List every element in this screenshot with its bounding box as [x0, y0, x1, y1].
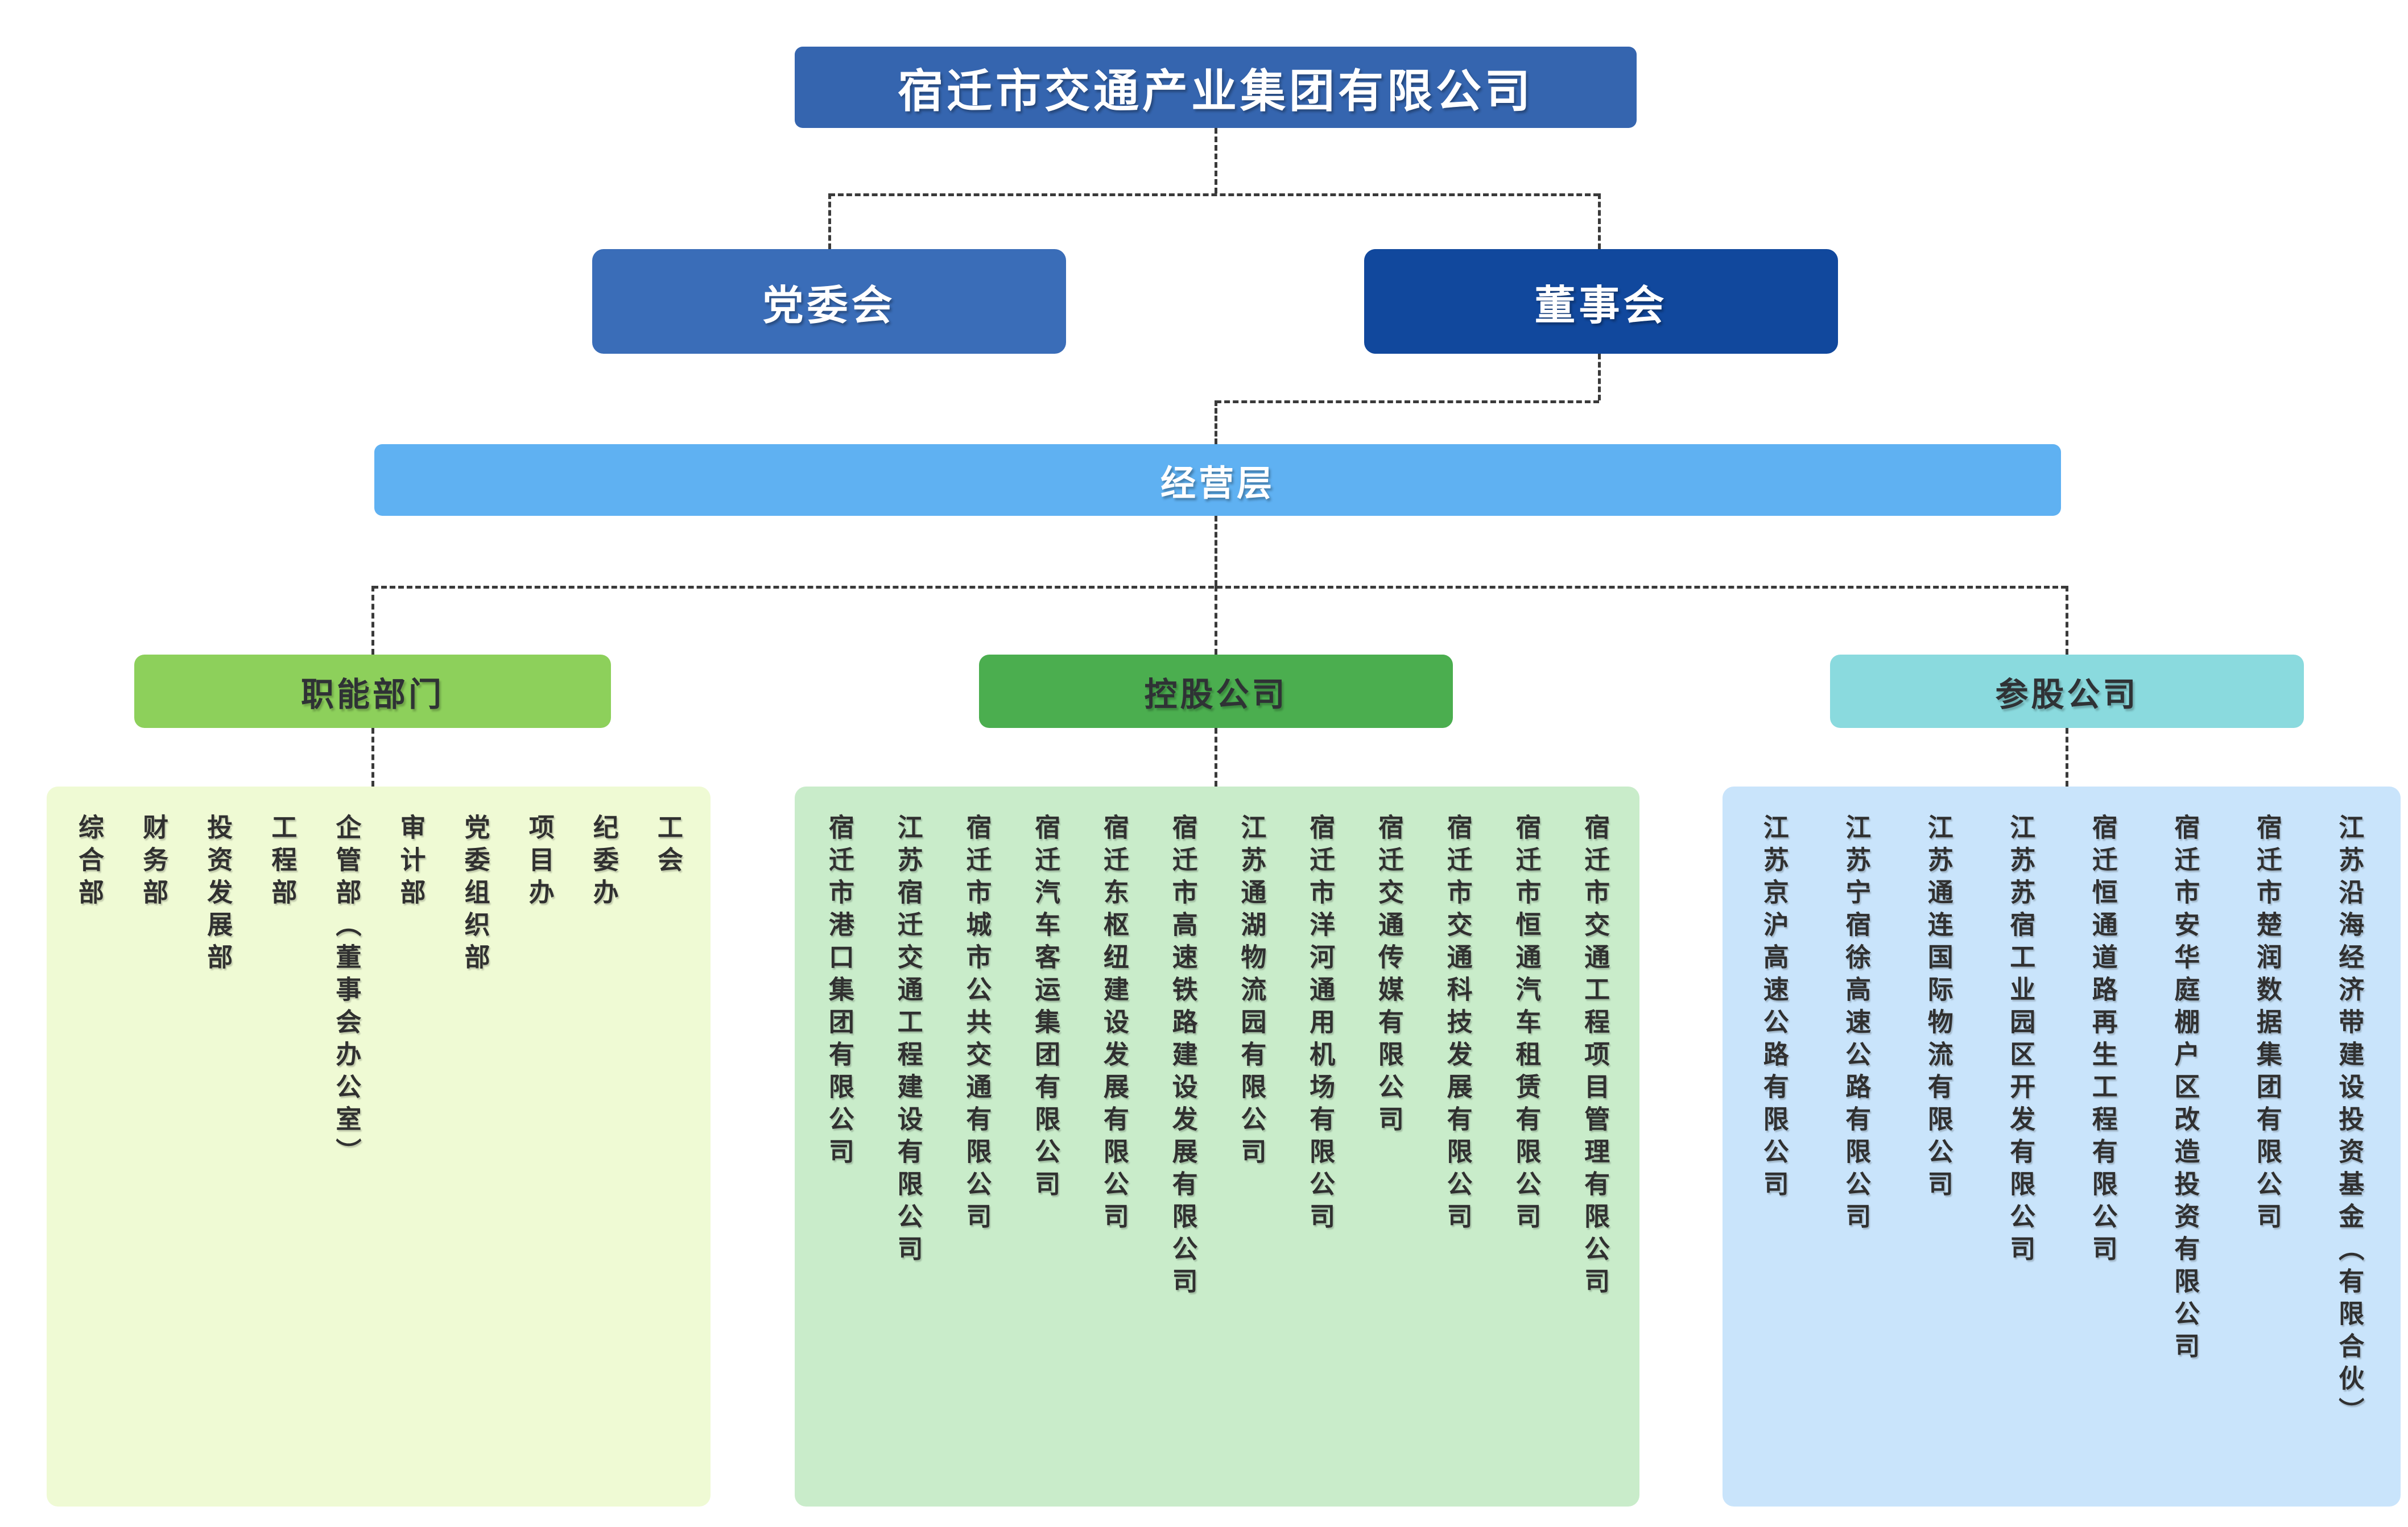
org-entity-name: 党委组织部	[460, 814, 490, 976]
branch-header-holding-companies: 控股公司	[979, 655, 1453, 728]
org-entity-name: 宿迁市洋河通用机场有限公司	[1305, 814, 1336, 1235]
connector-management-down	[1215, 516, 1217, 586]
org-entity-name: 江苏宿迁交通工程建设有限公司	[893, 814, 923, 1268]
connector-participating-drop	[2066, 586, 2068, 655]
connector-branches-horizontal	[373, 586, 2067, 589]
panel-holding-companies: 宿迁市港口集团有限公司 江苏宿迁交通工程建设有限公司 宿迁市城市公共交通有限公司 宿迁…	[795, 787, 1639, 1507]
org-entity-name: 纪委办	[588, 814, 619, 911]
org-entity-name: 江苏苏宿工业园区开发有限公司	[2005, 814, 2036, 1268]
org-entity-name: 江苏宁宿徐高速公路有限公司	[1841, 814, 1872, 1235]
branch-header-functional-departments: 职能部门	[134, 655, 611, 728]
org-entity-name: 综合部	[74, 814, 105, 911]
connector-management-drop	[1215, 400, 1217, 444]
connector-holding-panel	[1215, 728, 1217, 787]
org-entity-name: 宿迁交通传媒有限公司	[1373, 814, 1404, 1138]
org-entity-name: 宿迁市交通科技发展有限公司	[1442, 814, 1473, 1235]
connector-board-drop	[1598, 193, 1601, 249]
root-company-box: 宿迁市交通产业集团有限公司	[795, 47, 1637, 128]
connector-holding-drop	[1215, 586, 1217, 655]
org-entity-name: 宿迁市城市公共交通有限公司	[961, 814, 992, 1235]
org-entity-name: 投资发展部	[203, 814, 233, 976]
org-entity-name: 审计部	[395, 814, 426, 911]
connector-functional-panel	[371, 728, 374, 787]
connector-party-drop	[828, 193, 831, 249]
org-entity-name: 宿迁市楚润数据集团有限公司	[2252, 814, 2282, 1235]
org-entity-name: 项目办	[524, 814, 555, 911]
org-entity-name: 财务部	[138, 814, 169, 911]
connector-functional-drop	[371, 586, 374, 655]
org-entity-name: 工会	[652, 814, 683, 879]
org-entity-name: 宿迁市安华庭棚户区改造投资有限公司	[2170, 814, 2200, 1365]
org-entity-name: 宿迁恒通道路再生工程有限公司	[2087, 814, 2118, 1268]
org-entity-name: 宿迁东枢纽建设发展有限公司	[1098, 814, 1129, 1235]
connector-level2-horizontal	[829, 193, 1599, 196]
connector-board-down	[1598, 354, 1601, 400]
org-entity-name: 宿迁市交通工程项目管理有限公司	[1580, 814, 1610, 1300]
party-committee-box: 党委会	[592, 249, 1066, 354]
connector-participating-panel	[2066, 728, 2068, 787]
org-entity-name: 江苏通湖物流园有限公司	[1236, 814, 1267, 1170]
org-entity-name: 江苏沿海经济带建设投资基金（有限合伙）	[2334, 814, 2365, 1430]
org-entity-name: 宿迁汽车客运集团有限公司	[1030, 814, 1061, 1203]
org-entity-name: 工程部	[267, 814, 298, 911]
connector-root-down	[1215, 128, 1217, 193]
org-entity-name: 宿迁市恒通汽车租赁有限公司	[1511, 814, 1542, 1235]
org-entity-name: 企管部（董事会办公室）	[331, 814, 362, 1170]
org-entity-name: 江苏通连国际物流有限公司	[1923, 814, 1953, 1203]
org-entity-name: 宿迁市高速铁路建设发展有限公司	[1167, 814, 1198, 1300]
board-of-directors-box: 董事会	[1364, 249, 1838, 354]
panel-participating-companies: 江苏京沪高速公路有限公司 江苏宁宿徐高速公路有限公司 江苏通连国际物流有限公司 江苏苏…	[1723, 787, 2401, 1507]
org-entity-name: 江苏京沪高速公路有限公司	[1758, 814, 1789, 1203]
connector-board-management-horizontal	[1216, 400, 1599, 403]
management-layer-bar: 经营层	[374, 444, 2061, 516]
org-entity-name: 宿迁市港口集团有限公司	[824, 814, 854, 1170]
branch-header-participating-companies: 参股公司	[1830, 655, 2304, 728]
panel-functional-departments: 综合部 财务部 投资发展部 工程部 企管部（董事会办公室） 审计部 党委组织部 项目办 纪委办 工…	[47, 787, 711, 1507]
